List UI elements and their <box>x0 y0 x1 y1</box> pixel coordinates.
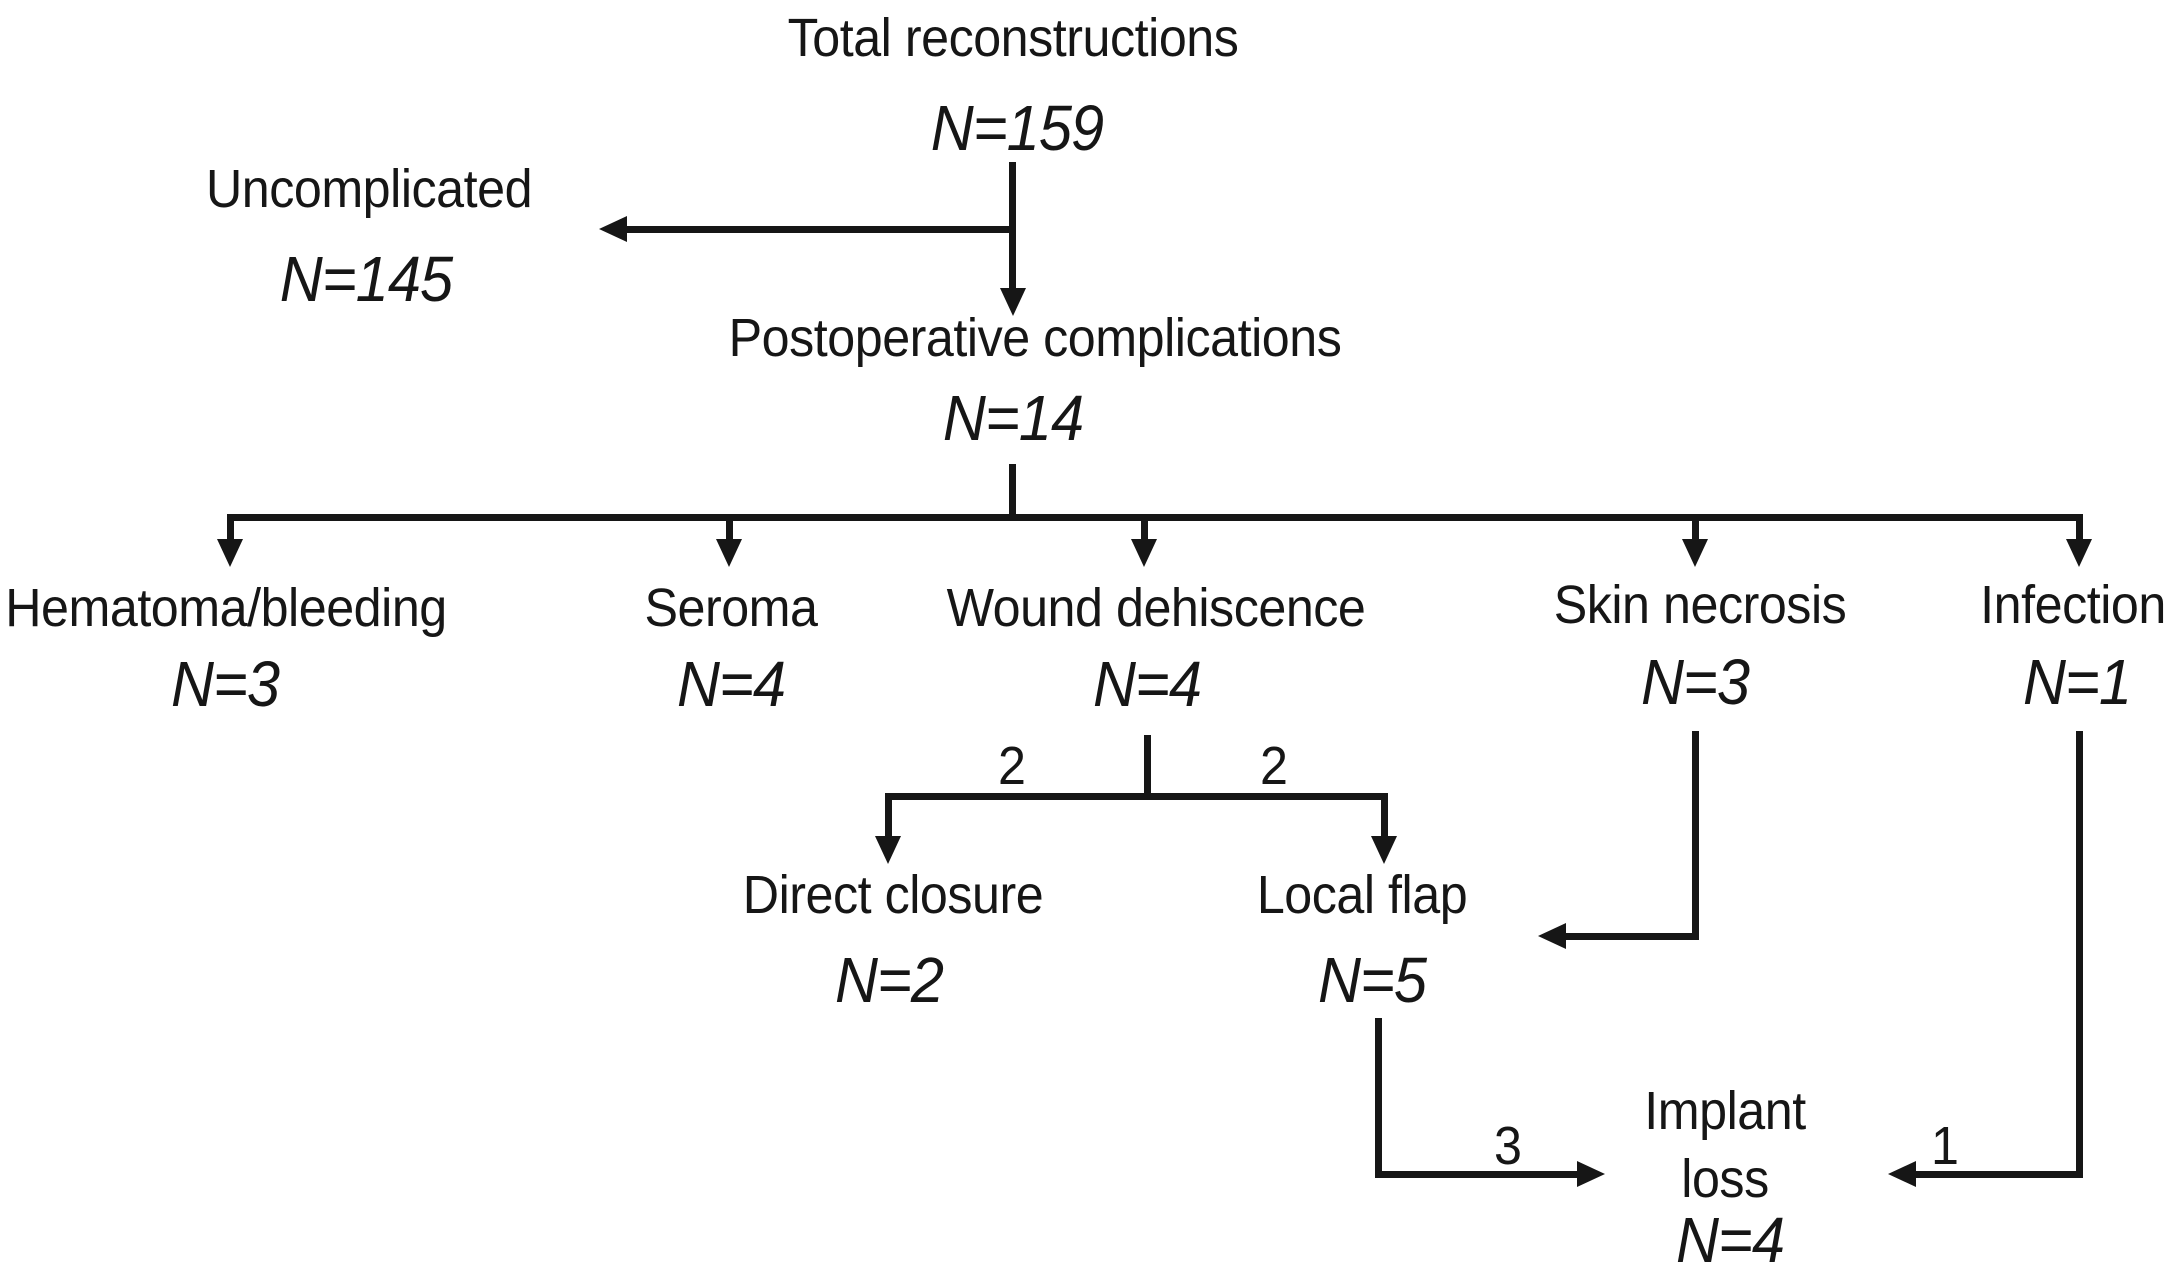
edge-branch-bar-line <box>227 514 2083 521</box>
edge-branch-skin-arrowhead-icon <box>1682 539 1708 567</box>
edge-wound-to-direct-line <box>885 793 892 838</box>
node-skin-n: N=3 <box>1640 646 1750 718</box>
node-wound-n: N=4 <box>1092 648 1202 720</box>
edge-infection-elbow-hline <box>1916 1171 2083 1178</box>
node-implant-loss-label-line1: Implant <box>1644 1081 1806 1141</box>
node-implant-loss-n: N=4 <box>1675 1204 1785 1276</box>
edge-skin-elbow-arrowhead-icon <box>1538 923 1566 949</box>
edge-skin-elbow-vline <box>1692 731 1699 940</box>
edge-branch-seroma-arrowhead-icon <box>716 539 742 567</box>
edge-wound-bar-line <box>885 793 1387 800</box>
edge-total-to-uncomplicated-line <box>627 226 1016 233</box>
node-infection-label: Infection <box>1980 575 2166 635</box>
node-postop-label: Postoperative complications <box>728 308 1342 368</box>
node-seroma-n: N=4 <box>676 648 786 720</box>
edge-branch-wound-line <box>1141 514 1148 541</box>
edge-flap-elbow-hline <box>1375 1171 1577 1178</box>
edge-branch-seroma-line <box>726 514 733 541</box>
node-total-n: N=159 <box>930 92 1104 164</box>
edge-wound-stub-line <box>1144 735 1151 793</box>
node-infection-n: N=1 <box>2022 646 2132 718</box>
edge-skin-elbow-hline <box>1566 933 1699 940</box>
edge-infection-elbow-vline <box>2076 731 2083 1178</box>
edge-label-wound-to-flap: 2 <box>1260 736 1288 796</box>
node-uncomplicated-label: Uncomplicated <box>205 159 533 219</box>
edge-branch-infection-arrowhead-icon <box>2066 539 2092 567</box>
edge-flap-elbow-vline <box>1375 1018 1382 1178</box>
edge-wound-to-flap-arrowhead-icon <box>1371 836 1397 864</box>
edge-branch-skin-line <box>1692 514 1699 541</box>
edge-total-to-uncomplicated-arrowhead-icon <box>599 216 627 242</box>
node-direct-closure-label: Direct closure <box>742 865 1044 925</box>
edge-total-to-postop-arrowhead-icon <box>1000 288 1026 316</box>
edge-wound-to-direct-arrowhead-icon <box>875 836 901 864</box>
node-uncomplicated-n: N=145 <box>279 243 453 315</box>
edge-label-infection-to-implant: 1 <box>1931 1116 1959 1176</box>
edge-label-wound-to-direct: 2 <box>998 736 1026 796</box>
edge-branch-hematoma-arrowhead-icon <box>217 539 243 567</box>
node-hematoma-label: Hematoma/bleeding <box>5 578 447 638</box>
node-hematoma-n: N=3 <box>170 648 280 720</box>
node-local-flap-label: Local flap <box>1256 865 1468 925</box>
node-seroma-label: Seroma <box>644 578 818 638</box>
edge-branch-wound-arrowhead-icon <box>1131 539 1157 567</box>
edge-branch-hematoma-line <box>227 514 234 541</box>
edge-branch-infection-line <box>2076 514 2083 541</box>
node-skin-label: Skin necrosis <box>1553 575 1847 635</box>
edge-flap-elbow-arrowhead-icon <box>1577 1161 1605 1187</box>
node-total-label: Total reconstructions <box>787 8 1239 68</box>
node-direct-closure-n: N=2 <box>834 944 944 1016</box>
edge-postop-stub-line <box>1009 464 1016 521</box>
node-local-flap-n: N=5 <box>1317 944 1427 1016</box>
edge-infection-elbow-arrowhead-icon <box>1888 1161 1916 1187</box>
node-implant-loss-label-line2: loss <box>1681 1149 1769 1209</box>
edge-wound-to-flap-line <box>1381 793 1388 838</box>
node-wound-label: Wound dehiscence <box>946 578 1366 638</box>
node-postop-n: N=14 <box>942 382 1084 454</box>
edge-label-flap-to-implant: 3 <box>1494 1116 1522 1176</box>
